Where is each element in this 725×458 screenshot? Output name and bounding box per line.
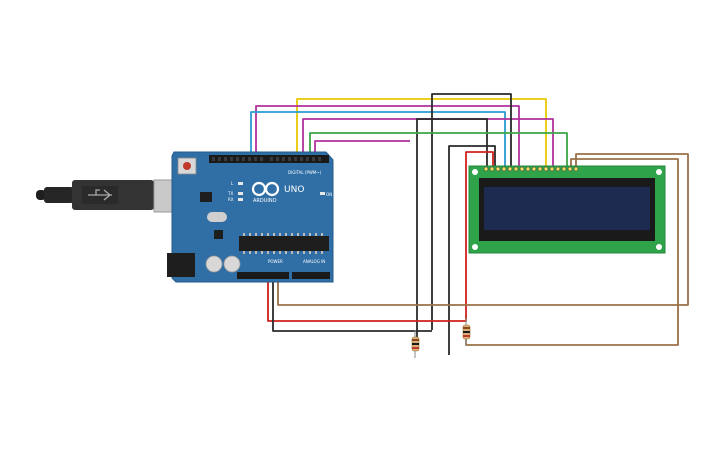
lcd-screen	[484, 187, 650, 230]
analog-label: ANALOG IN	[303, 259, 325, 264]
usb-cable[interactable]	[36, 179, 189, 213]
microcontroller-chip	[239, 236, 329, 251]
digital-header[interactable]	[209, 155, 329, 163]
power-jack[interactable]	[167, 253, 195, 277]
on-label: ON	[326, 192, 332, 197]
lcd-pins[interactable]	[483, 166, 579, 172]
rx-label: RX	[228, 197, 234, 202]
wires	[250, 93, 689, 355]
wire-cyan[interactable]	[250, 111, 506, 167]
wire-red[interactable]	[267, 151, 494, 322]
digital-label: DIGITAL (PWM~)	[288, 170, 322, 175]
arduino-logo	[251, 181, 280, 197]
wire-magenta-2[interactable]	[302, 118, 554, 167]
resistor-1[interactable]	[411, 330, 420, 358]
l-label: L	[231, 181, 234, 186]
wire-green[interactable]	[309, 132, 568, 167]
analog-header[interactable]	[292, 272, 330, 279]
wire-black-top[interactable]	[431, 93, 512, 330]
model-label: UNO	[284, 185, 304, 195]
power-header[interactable]	[237, 272, 289, 279]
wire-magenta-3[interactable]	[314, 140, 410, 157]
wire-black-mid[interactable]	[416, 118, 488, 340]
lcd-16x2[interactable]	[468, 165, 666, 254]
wire-black-right[interactable]	[448, 145, 496, 355]
wire-magenta-1[interactable]	[255, 105, 520, 167]
power-label: POWER	[268, 259, 283, 264]
wire-brown-outer[interactable]	[277, 153, 689, 306]
arduino-uno-board[interactable]: DIGITAL (PWM~) L TX RX ON ARDUINO UNO	[167, 151, 334, 283]
wire-black-bottom[interactable]	[272, 277, 432, 332]
tx-label: TX	[227, 191, 233, 196]
brand-label: ARDUINO	[253, 198, 277, 204]
resistor-2[interactable]	[462, 318, 471, 346]
